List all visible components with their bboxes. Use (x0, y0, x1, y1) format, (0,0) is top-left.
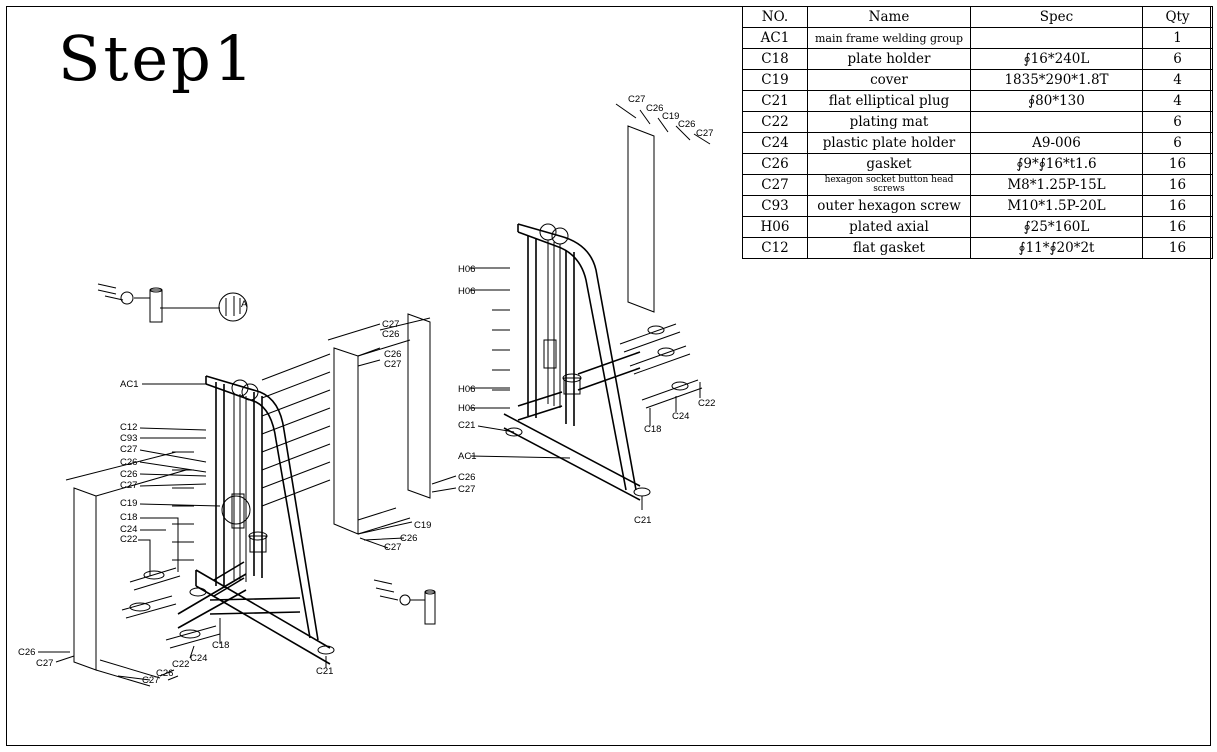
callout-c27: C27 (628, 94, 645, 105)
callout-c26: C26 (384, 349, 401, 360)
callout-c26: C26 (678, 119, 695, 130)
callout-c26: C26 (458, 472, 475, 483)
callout-c12: C12 (120, 422, 137, 433)
cell-spec: ∮16*240L (970, 48, 1143, 70)
parts-table: NO. Name Spec Qty AC1 main frame welding… (742, 6, 1213, 259)
callout-c18: C18 (120, 512, 137, 523)
table-row: C19 cover 1835*290*1.8T 4 (742, 69, 1213, 91)
cell-spec: 1835*290*1.8T (970, 69, 1143, 91)
left-cover-panel (65, 451, 187, 687)
detail-label: A (241, 299, 248, 310)
callout-h06: H06 (458, 264, 475, 275)
table-row: C12 flat gasket ∮11*∮20*2t 16 (742, 237, 1213, 259)
callout-c22: C22 (120, 534, 137, 545)
callout-c26: C26 (120, 469, 137, 480)
cell-no: AC1 (742, 27, 808, 49)
callout-c27: C27 (458, 484, 475, 495)
right-machine-frame (492, 125, 703, 501)
callout-c27: C27 (382, 319, 399, 330)
callout-c27: C27 (142, 675, 159, 686)
cell-qty: 16 (1142, 216, 1213, 238)
cell-no: C21 (742, 90, 808, 112)
callout-c27: C27 (120, 480, 137, 491)
table-row: C18 plate holder ∮16*240L 6 (742, 48, 1213, 70)
callout-ac1: AC1 (120, 379, 138, 390)
callout-c19: C19 (414, 520, 431, 531)
table-row: C24 plastic plate holder A9-006 6 (742, 132, 1213, 154)
callout-c27: C27 (120, 444, 137, 455)
callout-c26: C26 (156, 668, 173, 679)
callout-c22: C22 (172, 659, 189, 670)
callout-c22: C22 (698, 398, 715, 409)
page-frame (6, 6, 1211, 746)
cell-name: cover (807, 69, 971, 91)
callout-c21: C21 (458, 420, 475, 431)
cell-spec: A9-006 (970, 132, 1143, 154)
cell-no: C12 (742, 237, 808, 259)
cell-no: C19 (742, 69, 808, 91)
callout-c24: C24 (190, 653, 207, 664)
left-machine-frame (121, 353, 335, 665)
cell-qty: 16 (1142, 195, 1213, 217)
callout-c26: C26 (646, 103, 663, 114)
callout-h06: H06 (458, 403, 475, 414)
table-row: H06 plated axial ∮25*160L 16 (742, 216, 1213, 238)
callout-c21: C21 (316, 666, 333, 677)
leader-lines (38, 103, 711, 681)
callout-c27: C27 (384, 359, 401, 370)
callout-c24: C24 (672, 411, 689, 422)
table-row: C93 outer hexagon screw M10*1.5P-20L 16 (742, 195, 1213, 217)
cell-qty: 16 (1142, 237, 1213, 259)
cell-name: flat elliptical plug (807, 90, 971, 112)
callout-c24: C24 (120, 524, 137, 535)
detail-a-bottom (373, 579, 436, 625)
table-row: AC1 main frame welding group 1 (742, 27, 1213, 49)
table-row: C22 plating mat 6 (742, 111, 1213, 133)
middle-cover-panels (327, 313, 431, 535)
callout-c93: C93 (120, 433, 137, 444)
cell-name: flat gasket (807, 237, 971, 259)
callout-c18: C18 (212, 640, 229, 651)
cell-spec: ∮11*∮20*2t (970, 237, 1143, 259)
cell-name: main frame welding group (807, 27, 971, 49)
callout-c19: C19 (120, 498, 137, 509)
cell-spec: ∮25*160L (970, 216, 1143, 238)
callout-c26: C26 (18, 647, 35, 658)
callout-c27: C27 (696, 128, 713, 139)
callout-h06: H06 (458, 384, 475, 395)
callout-c27: C27 (384, 542, 401, 553)
cell-no: C22 (742, 111, 808, 133)
callout-c19: C19 (662, 111, 679, 122)
callout-c26: C26 (382, 329, 399, 340)
callout-c26: C26 (120, 457, 137, 468)
step-title: Step1 (58, 22, 257, 95)
detail-a-left: A (97, 283, 248, 323)
callout-c26: C26 (400, 533, 417, 544)
callout-h06: H06 (458, 286, 475, 297)
cell-no: C26 (742, 153, 808, 175)
callout-c21: C21 (634, 515, 651, 526)
callout-ac1: AC1 (458, 451, 476, 462)
callout-c18: C18 (644, 424, 661, 435)
cell-name: plate holder (807, 48, 971, 70)
callout-c27: C27 (36, 658, 53, 669)
cell-no: H06 (742, 216, 808, 238)
